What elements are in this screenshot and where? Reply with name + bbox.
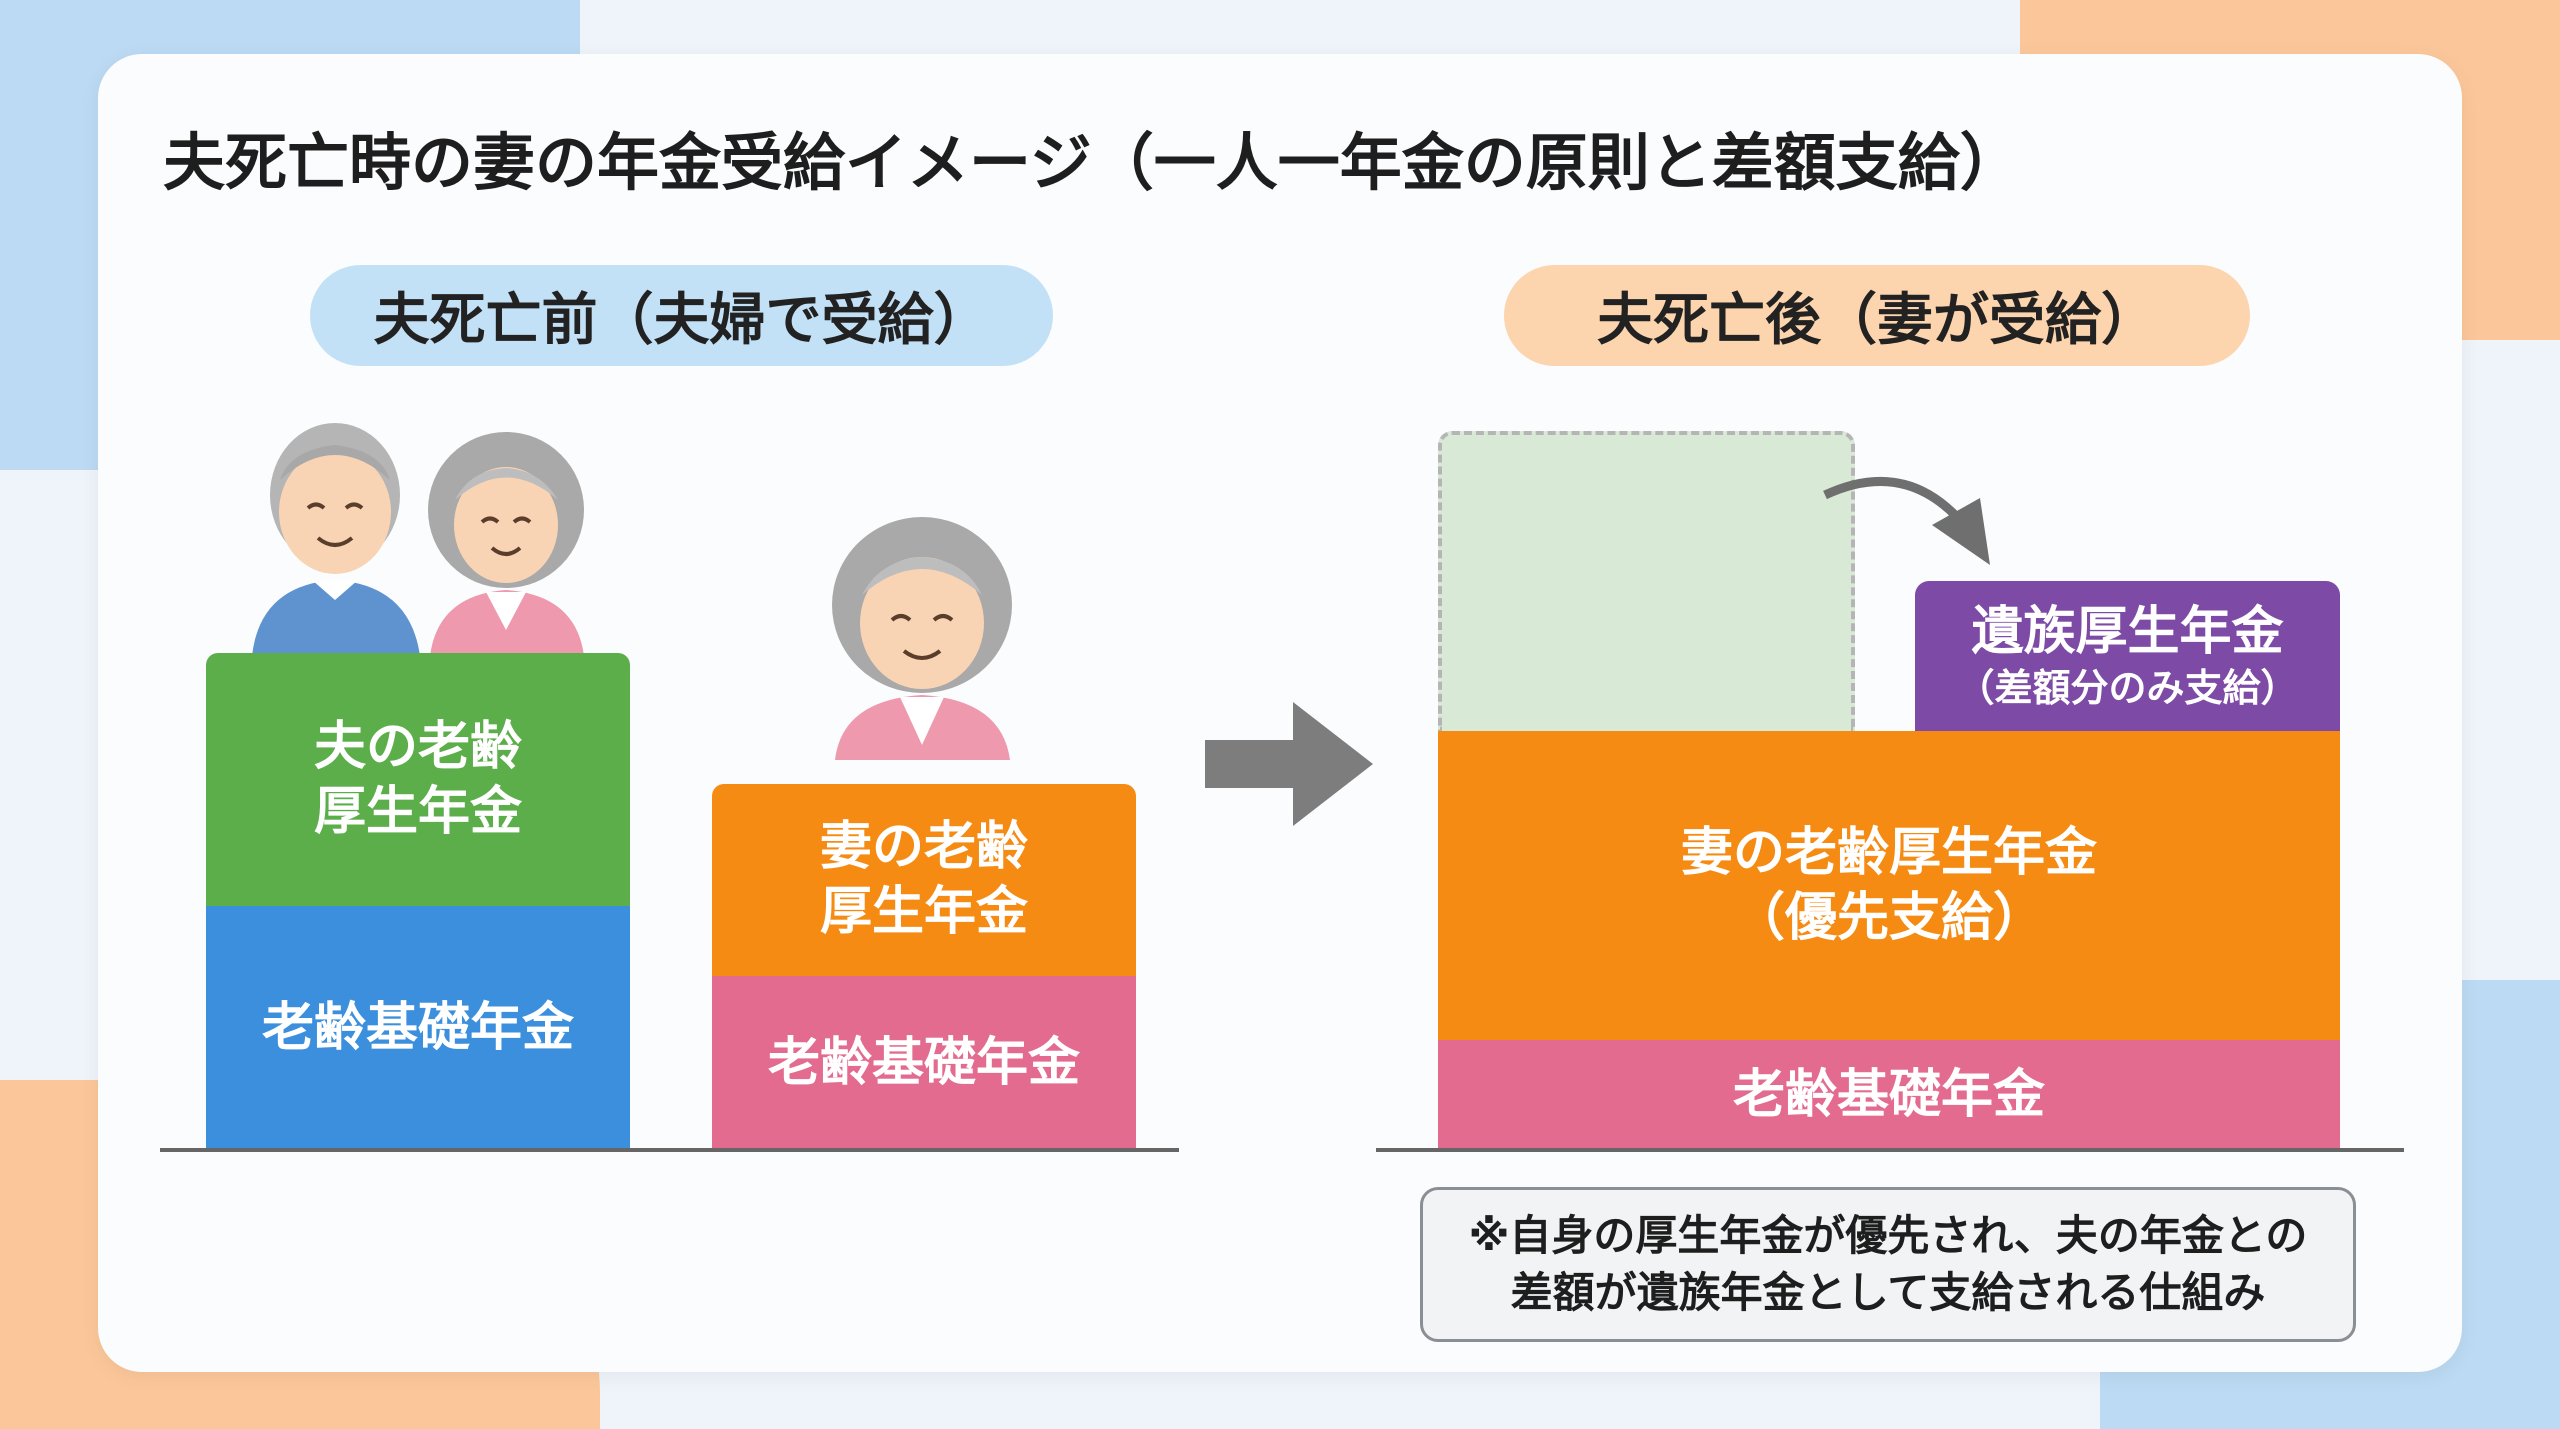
block-label: 妻の老齢厚生年金 (1680, 822, 2097, 883)
block-label: 老齢基礎年金 (261, 997, 574, 1058)
husband-icon (252, 423, 420, 656)
block-label: 遺族厚生年金 (1971, 601, 2284, 662)
block-label: 厚生年金 (313, 781, 522, 842)
wife-basic-pension-block: 老齢基礎年金 (712, 976, 1136, 1150)
block-label: 老齢基礎年金 (767, 1032, 1080, 1093)
after-label: 夫死亡後（妻が受給） (1504, 265, 2250, 366)
block-label: 老齢基礎年金 (1732, 1064, 2045, 1125)
arrow-right-icon (1205, 702, 1373, 826)
before-baseline (160, 1148, 1179, 1152)
husband-employee-pension-block: 夫の老齢 厚生年金 (206, 653, 630, 906)
block-label: 夫の老齢 (313, 716, 522, 777)
widow-illustration (832, 517, 1012, 760)
block-label: 厚生年金 (819, 882, 1028, 942)
explanation-note: ※自身の厚生年金が優先され、夫の年金との 差額が遺族年金として支給される仕組み (1420, 1187, 2356, 1342)
elderly-couple-illustration (252, 423, 584, 656)
block-sublabel: （差額分のみ支給） (1956, 665, 2299, 710)
before-label: 夫死亡前（夫婦で受給） (310, 265, 1053, 366)
wife-icon (428, 432, 584, 656)
wife-employee-pension-priority-block: 妻の老齢厚生年金 （優先支給） (1438, 731, 2340, 1040)
note-line: 差額が遺族年金として支給される仕組み (1510, 1267, 2266, 1317)
survivor-pension-block: 遺族厚生年金 （差額分のみ支給） (1915, 581, 2340, 731)
wife-basic-pension-after-block: 老齢基礎年金 (1438, 1040, 2340, 1150)
former-husband-pension-ghost (1438, 431, 1855, 731)
block-label: 妻の老齢 (819, 817, 1028, 877)
page-title: 夫死亡時の妻の年金受給イメージ（一人一年金の原則と差額支給） (163, 126, 2022, 199)
after-baseline (1376, 1148, 2404, 1152)
husband-basic-pension-block: 老齢基礎年金 (206, 906, 630, 1150)
wife-employee-pension-block: 妻の老齢 厚生年金 (712, 784, 1136, 976)
curved-arrow-icon (1823, 476, 1990, 565)
note-line: ※自身の厚生年金が優先され、夫の年金との (1468, 1210, 2308, 1260)
block-label: （優先支給） (1732, 887, 2045, 948)
